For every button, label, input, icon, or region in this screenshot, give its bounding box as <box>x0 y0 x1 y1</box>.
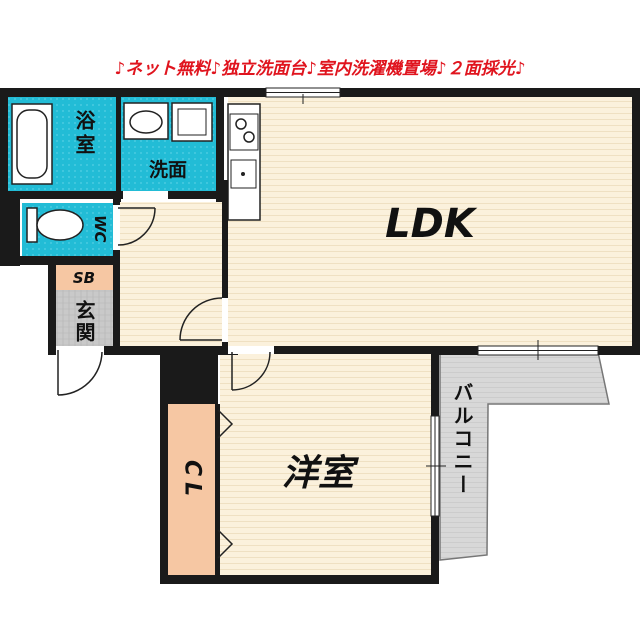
room-label-closet: CL <box>180 460 205 502</box>
kitchen-counter <box>227 103 261 221</box>
room-label-washroom: 洗面 <box>149 158 187 181</box>
balcony-floor <box>439 351 610 561</box>
entrance-floor <box>56 290 113 347</box>
room-label-bathroom-group: 浴室 <box>72 110 96 158</box>
room-label-shoe-box: SB <box>73 269 95 287</box>
ldk-floor <box>228 97 632 347</box>
windows <box>265 87 599 517</box>
doors <box>56 191 274 559</box>
wash-basin <box>123 102 169 140</box>
room-label-bathroom: 浴室 <box>72 110 96 158</box>
closet-floor <box>168 404 215 575</box>
room-label-ldk: LDK <box>385 201 478 247</box>
room-label-balcony: バルコニー <box>450 382 474 497</box>
room-label-balcony-group: バルコニー <box>450 382 474 497</box>
feature-banner: ♪ネット無料♪独立洗面台♪室内洗濯機置場♪２面採光♪ <box>114 59 526 79</box>
room-label-toilet-group: WC <box>91 215 109 243</box>
room-label-entrance: 玄関 <box>72 299 96 344</box>
room-label-toilet: WC <box>91 215 109 243</box>
corridor-floor <box>120 202 222 347</box>
room-label-western: 洋室 <box>282 453 359 494</box>
toilet-bowl <box>26 207 84 243</box>
washing-machine-space <box>171 102 213 142</box>
western-room-floor <box>220 352 431 575</box>
bathtub <box>11 103 53 185</box>
wall-block <box>160 352 218 404</box>
room-label-entrance-group: 玄関 <box>72 299 96 344</box>
room-label-closet-group: CL <box>180 460 205 502</box>
wall-block-left <box>0 196 20 266</box>
shoe-box-floor <box>56 265 113 290</box>
